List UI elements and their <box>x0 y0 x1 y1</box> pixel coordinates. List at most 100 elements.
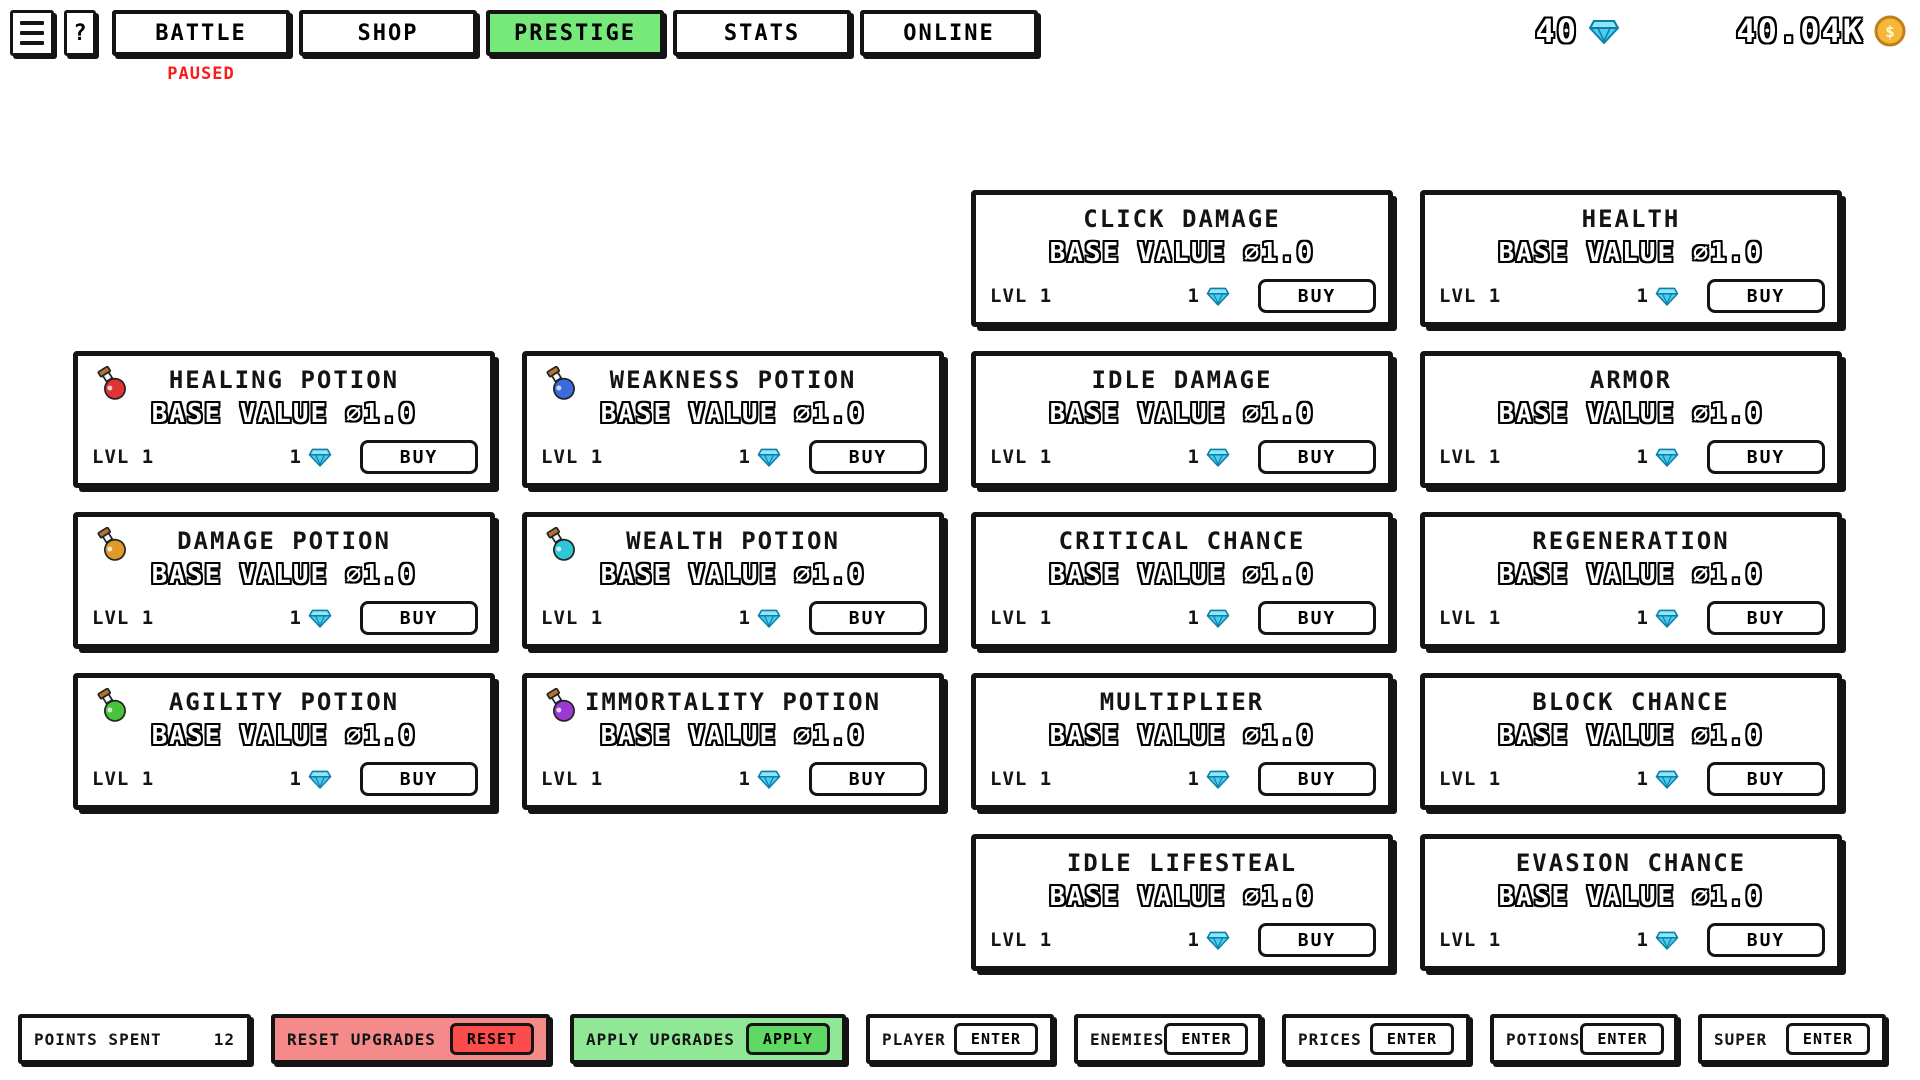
card-price: 1 <box>1188 928 1230 952</box>
help-button[interactable]: ? <box>64 10 96 56</box>
card-title: ARMOR <box>1589 366 1673 394</box>
buy-button[interactable]: BUY <box>1707 440 1825 474</box>
card-price: 1 <box>1188 445 1230 469</box>
prices-panel: PRICES ENTER <box>1282 1014 1470 1064</box>
card-price-value: 1 <box>289 768 301 790</box>
card-price: 1 <box>1637 284 1679 308</box>
buy-button[interactable]: BUY <box>809 440 927 474</box>
potions-label: POTIONS <box>1506 1029 1581 1049</box>
reset-upgrades-label: RESET UPGRADES <box>287 1029 436 1049</box>
card-level: LVL 1 <box>990 929 1053 951</box>
main-tabs: BATTLE SHOP PRESTIGE STATS ONLINE <box>112 10 1038 56</box>
card-title: IDLE LIFESTEAL <box>1066 849 1298 877</box>
gem-icon <box>308 606 332 630</box>
gems-count: 40 <box>1535 12 1578 50</box>
reset-button[interactable]: RESET <box>450 1023 534 1055</box>
card-multiplier: MULTIPLIER BASE VALUE ∅1.0 LVL 1 1 BUY <box>971 673 1393 810</box>
card-price: 1 <box>739 767 781 791</box>
damage-potion-icon <box>94 527 130 563</box>
gem-icon <box>308 445 332 469</box>
coin-icon <box>1874 15 1906 47</box>
card-armor: ARMOR BASE VALUE ∅1.0 LVL 1 1 BUY <box>1420 351 1842 488</box>
super-enter-button[interactable]: ENTER <box>1786 1023 1870 1055</box>
card-price-value: 1 <box>1636 768 1648 790</box>
card-level: LVL 1 <box>92 607 155 629</box>
money-count: 40.04K <box>1736 12 1864 50</box>
tab-battle[interactable]: BATTLE <box>112 10 290 56</box>
buy-button[interactable]: BUY <box>809 601 927 635</box>
buy-button[interactable]: BUY <box>1707 279 1825 313</box>
card-price-value: 1 <box>738 446 750 468</box>
card-price-value: 1 <box>1187 768 1199 790</box>
buy-button[interactable]: BUY <box>1258 923 1376 957</box>
gem-icon <box>1206 606 1230 630</box>
buy-button[interactable]: BUY <box>1707 601 1825 635</box>
card-block-chance: BLOCK CHANCE BASE VALUE ∅1.0 LVL 1 1 BUY <box>1420 673 1842 810</box>
buy-button[interactable]: BUY <box>809 762 927 796</box>
card-price: 1 <box>1188 767 1230 791</box>
super-label: SUPER <box>1714 1029 1768 1049</box>
potions-enter-button[interactable]: ENTER <box>1580 1023 1665 1055</box>
healing-potion-icon <box>94 366 130 402</box>
card-immortality-potion: IMMORTALITY POTION BASE VALUE ∅1.0 LVL 1… <box>522 673 944 810</box>
card-click-damage: CLICK DAMAGE BASE VALUE ∅1.0 LVL 1 1 BUY <box>971 190 1393 327</box>
gem-icon <box>1655 928 1679 952</box>
card-price-value: 1 <box>1187 285 1199 307</box>
card-price: 1 <box>1637 606 1679 630</box>
weakness-potion-icon <box>543 366 579 402</box>
paused-status: PAUSED <box>167 64 235 84</box>
points-spent-panel: POINTS SPENT 12 <box>18 1014 251 1064</box>
buy-button[interactable]: BUY <box>1258 279 1376 313</box>
buy-button[interactable]: BUY <box>1258 601 1376 635</box>
card-title: EVASION CHANCE <box>1515 849 1747 877</box>
card-price-value: 1 <box>289 446 301 468</box>
player-enter-button[interactable]: ENTER <box>954 1023 1038 1055</box>
card-title: MULTIPLIER <box>1099 688 1265 716</box>
buy-button[interactable]: BUY <box>1258 762 1376 796</box>
enemies-enter-button[interactable]: ENTER <box>1164 1023 1249 1055</box>
card-price: 1 <box>1637 445 1679 469</box>
enemies-panel: ENEMIES ENTER <box>1074 1014 1262 1064</box>
tab-online[interactable]: ONLINE <box>860 10 1038 56</box>
card-idle-lifesteal: IDLE LIFESTEAL BASE VALUE ∅1.0 LVL 1 1 B… <box>971 834 1393 971</box>
tab-prestige[interactable]: PRESTIGE <box>486 10 664 56</box>
card-base-value: BASE VALUE ∅1.0 <box>1049 560 1315 590</box>
card-price-value: 1 <box>1636 285 1648 307</box>
card-level: LVL 1 <box>990 285 1053 307</box>
points-spent-label: POINTS SPENT <box>34 1029 162 1049</box>
card-evasion-chance: EVASION CHANCE BASE VALUE ∅1.0 LVL 1 1 B… <box>1420 834 1842 971</box>
card-price-value: 1 <box>1187 446 1199 468</box>
card-title: DAMAGE POTION <box>177 527 391 555</box>
card-wealth-potion: WEALTH POTION BASE VALUE ∅1.0 LVL 1 1 BU… <box>522 512 944 649</box>
gem-icon <box>1206 767 1230 791</box>
card-title: CRITICAL CHANCE <box>1058 527 1306 555</box>
card-base-value: BASE VALUE ∅1.0 <box>1049 721 1315 751</box>
card-base-value: BASE VALUE ∅1.0 <box>1049 399 1315 429</box>
gem-icon <box>1655 606 1679 630</box>
card-title: BLOCK CHANCE <box>1532 688 1730 716</box>
card-price-value: 1 <box>738 607 750 629</box>
card-title: IDLE DAMAGE <box>1091 366 1273 394</box>
card-healing-potion: HEALING POTION BASE VALUE ∅1.0 LVL 1 1 B… <box>73 351 495 488</box>
prices-enter-button[interactable]: ENTER <box>1370 1023 1454 1055</box>
card-price-value: 1 <box>1187 607 1199 629</box>
card-damage-potion: DAMAGE POTION BASE VALUE ∅1.0 LVL 1 1 BU… <box>73 512 495 649</box>
tab-shop[interactable]: SHOP <box>299 10 477 56</box>
buy-button[interactable]: BUY <box>360 762 478 796</box>
card-regeneration: REGENERATION BASE VALUE ∅1.0 LVL 1 1 BUY <box>1420 512 1842 649</box>
buy-button[interactable]: BUY <box>360 440 478 474</box>
card-level: LVL 1 <box>1439 929 1502 951</box>
buy-button[interactable]: BUY <box>360 601 478 635</box>
card-price: 1 <box>290 606 332 630</box>
buy-button[interactable]: BUY <box>1258 440 1376 474</box>
buy-button[interactable]: BUY <box>1707 762 1825 796</box>
apply-button[interactable]: APPLY <box>746 1023 830 1055</box>
buy-button[interactable]: BUY <box>1707 923 1825 957</box>
tab-stats[interactable]: STATS <box>673 10 851 56</box>
card-level: LVL 1 <box>541 607 604 629</box>
hamburger-menu-button[interactable] <box>10 10 54 56</box>
card-level: LVL 1 <box>990 607 1053 629</box>
card-title: AGILITY POTION <box>168 688 400 716</box>
card-title: WEALTH POTION <box>626 527 840 555</box>
card-critical-chance: CRITICAL CHANCE BASE VALUE ∅1.0 LVL 1 1 … <box>971 512 1393 649</box>
